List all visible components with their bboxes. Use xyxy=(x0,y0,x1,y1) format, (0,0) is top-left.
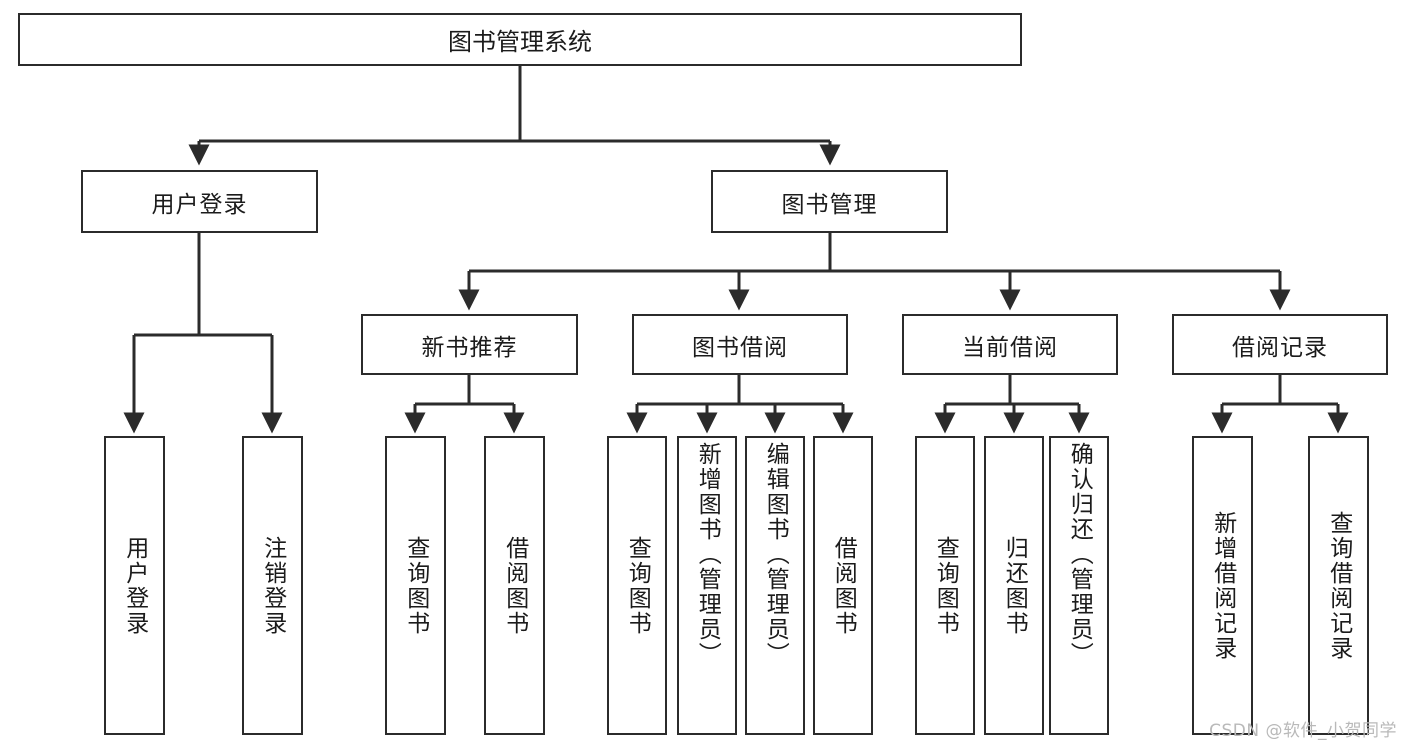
leaf-add-record[interactable]: 新增借阅记录 xyxy=(1192,436,1253,735)
leaf-return-book[interactable]: 归还图书 xyxy=(984,436,1044,735)
node-new-book-recommend[interactable]: 新书推荐 xyxy=(361,314,578,375)
leaf-edit-book-label: 编辑图书（管理员） xyxy=(762,442,789,667)
leaf-query-record-label: 查询借阅记录 xyxy=(1325,510,1352,661)
node-book-management[interactable]: 图书管理 xyxy=(711,170,948,233)
node-current-borrow[interactable]: 当前借阅 xyxy=(902,314,1118,375)
node-user-login-label: 用户登录 xyxy=(151,191,248,218)
node-current-borrow-label: 当前借阅 xyxy=(962,334,1058,361)
watermark: CSDN @软件_小贺同学 xyxy=(1209,721,1397,741)
leaf-query-book-1-label: 查询图书 xyxy=(402,535,429,636)
node-root[interactable]: 图书管理系统 xyxy=(18,13,1022,66)
leaf-add-record-label: 新增借阅记录 xyxy=(1209,510,1236,661)
leaf-user-login[interactable]: 用户登录 xyxy=(104,436,165,735)
node-user-login[interactable]: 用户登录 xyxy=(81,170,318,233)
leaf-user-login-label: 用户登录 xyxy=(121,535,148,636)
leaf-query-book-2[interactable]: 查询图书 xyxy=(607,436,667,735)
leaf-borrow-book-2[interactable]: 借阅图书 xyxy=(813,436,873,735)
leaf-add-book-label: 新增图书（管理员） xyxy=(694,442,721,667)
leaf-logout-label: 注销登录 xyxy=(259,535,286,636)
node-book-management-label: 图书管理 xyxy=(781,191,878,218)
leaf-add-book[interactable]: 新增图书（管理员） xyxy=(677,436,737,735)
leaf-confirm-return-label: 确认归还（管理员） xyxy=(1066,442,1093,667)
leaf-edit-book[interactable]: 编辑图书（管理员） xyxy=(745,436,805,735)
leaf-return-book-label: 归还图书 xyxy=(1001,535,1028,636)
node-borrow-record[interactable]: 借阅记录 xyxy=(1172,314,1388,375)
leaf-logout[interactable]: 注销登录 xyxy=(242,436,303,735)
leaf-borrow-book-1[interactable]: 借阅图书 xyxy=(484,436,545,735)
node-borrow-record-label: 借阅记录 xyxy=(1232,334,1328,361)
leaf-query-book-2-label: 查询图书 xyxy=(624,535,651,636)
leaf-borrow-book-2-label: 借阅图书 xyxy=(830,535,857,636)
leaf-query-book-3-label: 查询图书 xyxy=(932,535,959,636)
node-book-borrow[interactable]: 图书借阅 xyxy=(632,314,848,375)
leaf-query-record[interactable]: 查询借阅记录 xyxy=(1308,436,1369,735)
node-root-label: 图书管理系统 xyxy=(448,28,592,56)
leaf-borrow-book-1-label: 借阅图书 xyxy=(501,535,528,636)
node-book-borrow-label: 图书借阅 xyxy=(692,334,788,361)
leaf-query-book-1[interactable]: 查询图书 xyxy=(385,436,446,735)
leaf-query-book-3[interactable]: 查询图书 xyxy=(915,436,975,735)
leaf-confirm-return[interactable]: 确认归还（管理员） xyxy=(1049,436,1109,735)
node-new-book-recommend-label: 新书推荐 xyxy=(421,334,518,361)
